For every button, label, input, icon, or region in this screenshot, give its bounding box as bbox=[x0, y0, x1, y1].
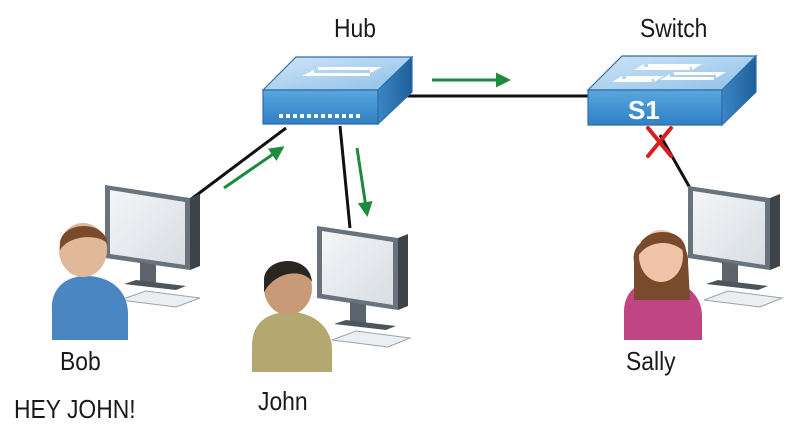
john-name-label: John bbox=[258, 386, 308, 416]
bob-name-label: Bob bbox=[60, 346, 101, 376]
bob-message-label: HEY JOHN! bbox=[14, 394, 136, 424]
bob-monitor-icon bbox=[105, 185, 201, 308]
cable-john-hub bbox=[338, 125, 352, 229]
blocked-x-icon bbox=[646, 126, 673, 158]
hub-label: Hub bbox=[334, 13, 376, 43]
cable-bob-hub bbox=[189, 126, 287, 202]
bob-workstation[interactable] bbox=[51, 185, 201, 340]
sally-name-label: Sally bbox=[626, 346, 676, 376]
arrow-bob-to-hub bbox=[223, 146, 285, 190]
john-workstation[interactable] bbox=[252, 226, 412, 372]
john-person-icon bbox=[252, 260, 332, 372]
switch-id-text: S1 bbox=[628, 95, 660, 125]
cable-sally-switch bbox=[658, 134, 692, 189]
hub-device[interactable] bbox=[261, 55, 414, 126]
bob-person-icon bbox=[51, 223, 128, 340]
sally-workstation[interactable] bbox=[624, 186, 784, 340]
cables bbox=[189, 94, 692, 229]
traffic-arrows bbox=[223, 72, 511, 217]
switch-arrows-icon bbox=[612, 64, 726, 82]
hub-ports bbox=[279, 114, 360, 118]
arrow-hub-to-john bbox=[355, 147, 373, 217]
switch-device[interactable]: S1 bbox=[586, 54, 758, 127]
switch-label: Switch bbox=[640, 13, 708, 43]
john-monitor-icon bbox=[317, 226, 412, 348]
sally-monitor-icon bbox=[688, 186, 784, 308]
hub-arrows-icon bbox=[302, 67, 382, 76]
sally-person-icon bbox=[624, 230, 702, 340]
